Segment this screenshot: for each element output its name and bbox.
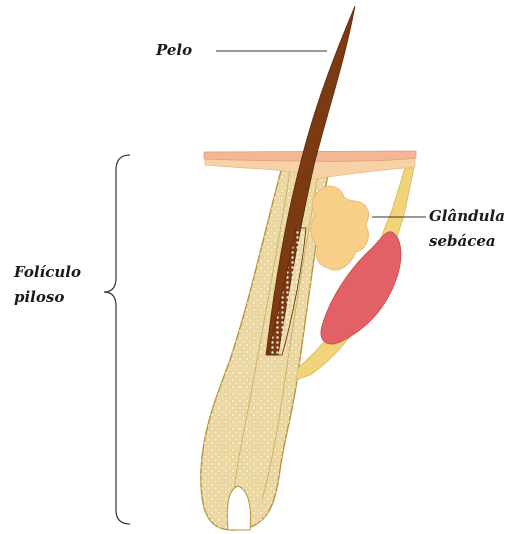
- follicle-label-line2: piloso: [14, 287, 64, 307]
- sebaceous-gland-label-line1: Glândula: [429, 206, 505, 226]
- sebaceous-gland: [311, 186, 369, 270]
- follicle-label-line1: Folículo: [14, 262, 81, 282]
- hair-label: Pelo: [156, 40, 192, 60]
- follicle-brace: [104, 155, 130, 524]
- sebaceous-gland-label-line2: sebácea: [429, 231, 496, 251]
